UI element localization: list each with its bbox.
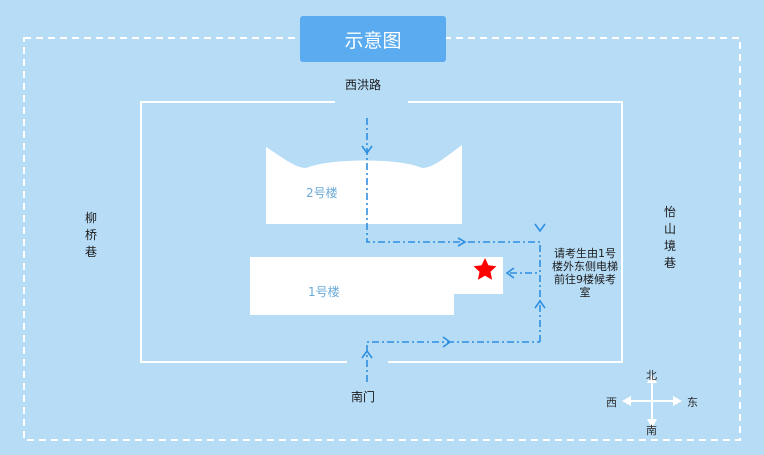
building-2 <box>266 145 462 224</box>
campus-wall-left <box>140 101 347 363</box>
outer-boundary <box>23 37 741 441</box>
building-2-label: 2号楼 <box>306 186 338 200</box>
campus-wall-right <box>388 101 623 363</box>
compass-east-label: 东 <box>687 396 698 409</box>
compass-icon <box>622 374 682 428</box>
destination-star-icon <box>473 258 497 280</box>
building-1 <box>250 257 503 315</box>
route-instruction: 请考生由1号楼外东侧电梯前往9楼候考室 <box>552 247 618 299</box>
compass-south-label: 南 <box>646 424 657 437</box>
building-1-label: 1号楼 <box>308 285 340 299</box>
road-label-north: 西洪路 <box>345 78 382 92</box>
south-gate-label: 南门 <box>351 390 376 404</box>
route-north <box>366 118 541 342</box>
road-label-east: 怡山境巷 <box>663 205 676 270</box>
route-arrows <box>361 145 546 359</box>
road-label-west: 柳桥巷 <box>84 211 97 259</box>
compass-north-label: 北 <box>646 369 657 382</box>
compass-west-label: 西 <box>606 396 617 409</box>
route-south <box>366 272 540 382</box>
map-title: 示意图 <box>300 16 446 62</box>
